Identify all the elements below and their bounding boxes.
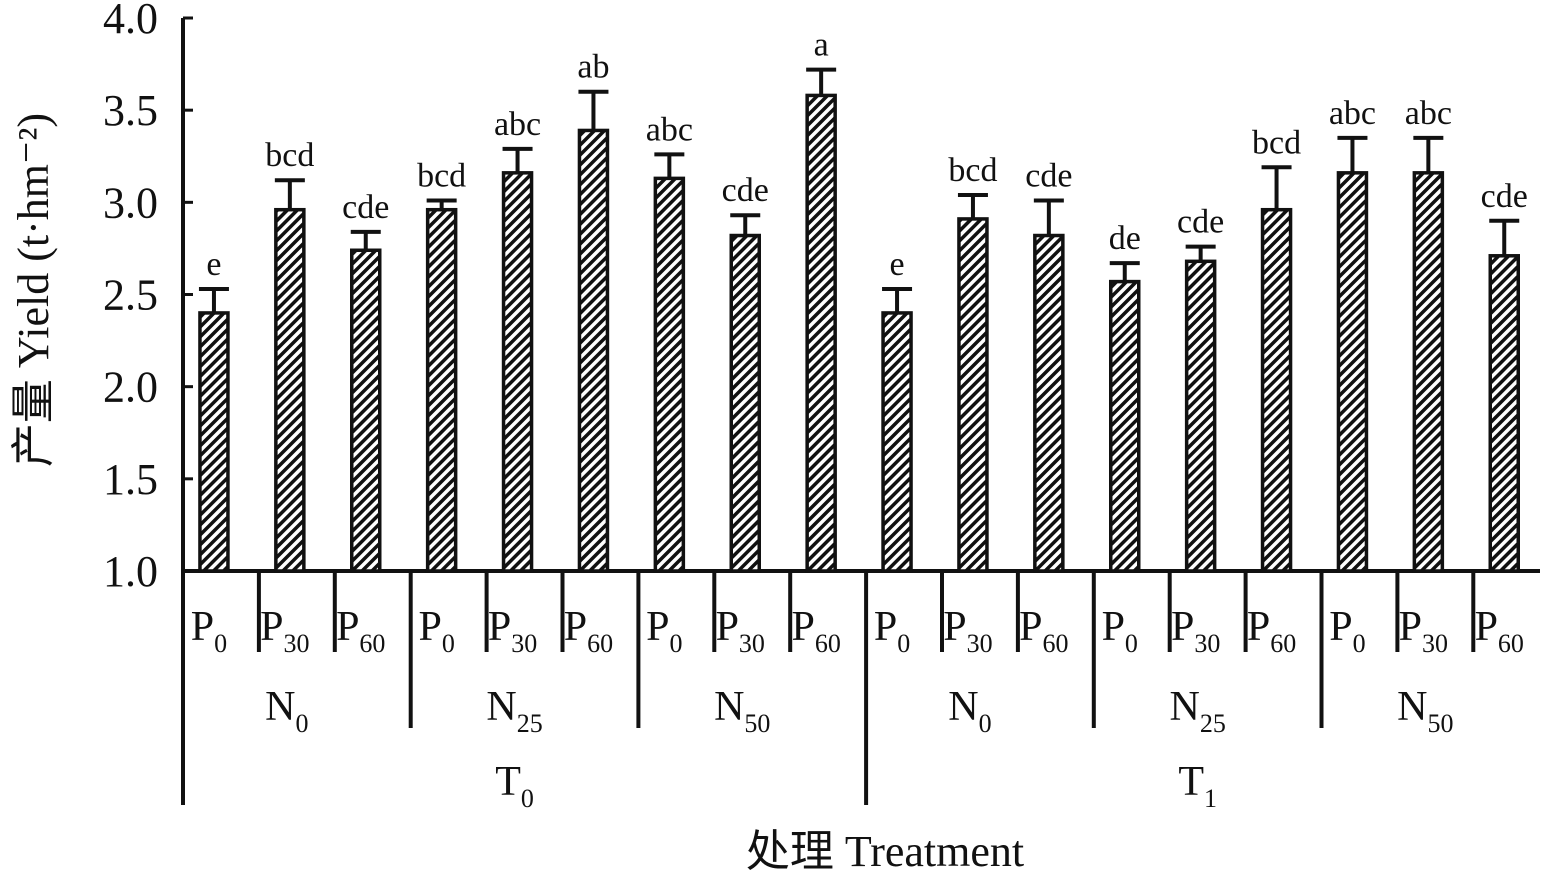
bar [1412,171,1445,573]
significance-label: a [814,27,829,64]
x-axis-title: 处理 Treatment [746,827,1024,873]
x-category-label: P0 [1329,604,1365,658]
significance-label: cde [1025,157,1072,194]
significance-label: bcd [265,137,314,174]
n-group-label: N50 [1397,684,1453,738]
y-axis-title: 产量 Yield (t·hm⁻²) [9,113,58,467]
bar [957,217,989,573]
t-group-label: T0 [495,759,534,813]
bar [1033,233,1065,573]
significance-label: ab [577,49,609,86]
x-category-label: P30 [260,604,309,658]
significance-label: abc [1405,95,1452,132]
bar [198,311,230,573]
bar [881,311,913,573]
bar [425,207,458,573]
bar [653,176,686,573]
y-tick-label: 2.5 [103,271,158,320]
x-category-label: P60 [791,604,840,658]
y-tick-label: 4.0 [103,0,158,43]
significance-label: cde [722,172,769,209]
n-group-label: N0 [265,684,308,738]
significance-label: abc [646,111,693,148]
y-tick-label: 1.5 [103,455,158,504]
bar [350,248,382,573]
bar [1488,254,1520,573]
x-category-label: P60 [336,604,385,658]
significance-label: abc [494,106,541,143]
n-group-label: N0 [948,684,991,738]
significance-label: abc [1329,95,1376,132]
significance-label: cde [1481,178,1528,215]
bar [1109,279,1141,573]
x-category-label: P0 [874,604,910,658]
x-category-label: P60 [564,604,613,658]
x-category-label: P0 [1102,604,1138,658]
significance-label: de [1109,220,1141,257]
significance-label: cde [342,189,389,226]
x-category-label: P60 [1247,604,1296,658]
significance-label: bcd [417,157,466,194]
x-category-label: P0 [646,604,682,658]
significance-label: cde [1177,204,1224,241]
x-category-label: P30 [1171,604,1220,658]
y-tick-label: 3.0 [103,178,158,227]
y-tick-label: 3.5 [103,86,158,135]
x-category-label: P30 [488,604,537,658]
significance-label: e [206,246,221,283]
significance-label: bcd [1252,124,1301,161]
y-tick-label: 2.0 [103,363,158,412]
bar [1336,171,1369,573]
x-category-label: P0 [418,604,454,658]
n-group-label: N25 [486,684,542,738]
x-category-label: P30 [1399,604,1448,658]
bar [274,207,306,573]
significance-label: e [890,246,905,283]
t-group-label: T1 [1178,759,1217,813]
bar [729,233,761,573]
significance-label: bcd [948,152,997,189]
x-category-label: P30 [716,604,765,658]
x-category-label: P60 [1475,604,1524,658]
bar [577,128,610,573]
x-category-label: P0 [191,604,227,658]
n-group-label: N50 [714,684,770,738]
bar [501,171,534,573]
bar [1260,207,1293,573]
bar [1184,259,1217,573]
x-category-label: P30 [943,604,992,658]
n-group-label: N25 [1169,684,1225,738]
y-tick-label: 1.0 [103,547,158,596]
x-category-label: P60 [1019,604,1068,658]
bar [805,93,837,573]
